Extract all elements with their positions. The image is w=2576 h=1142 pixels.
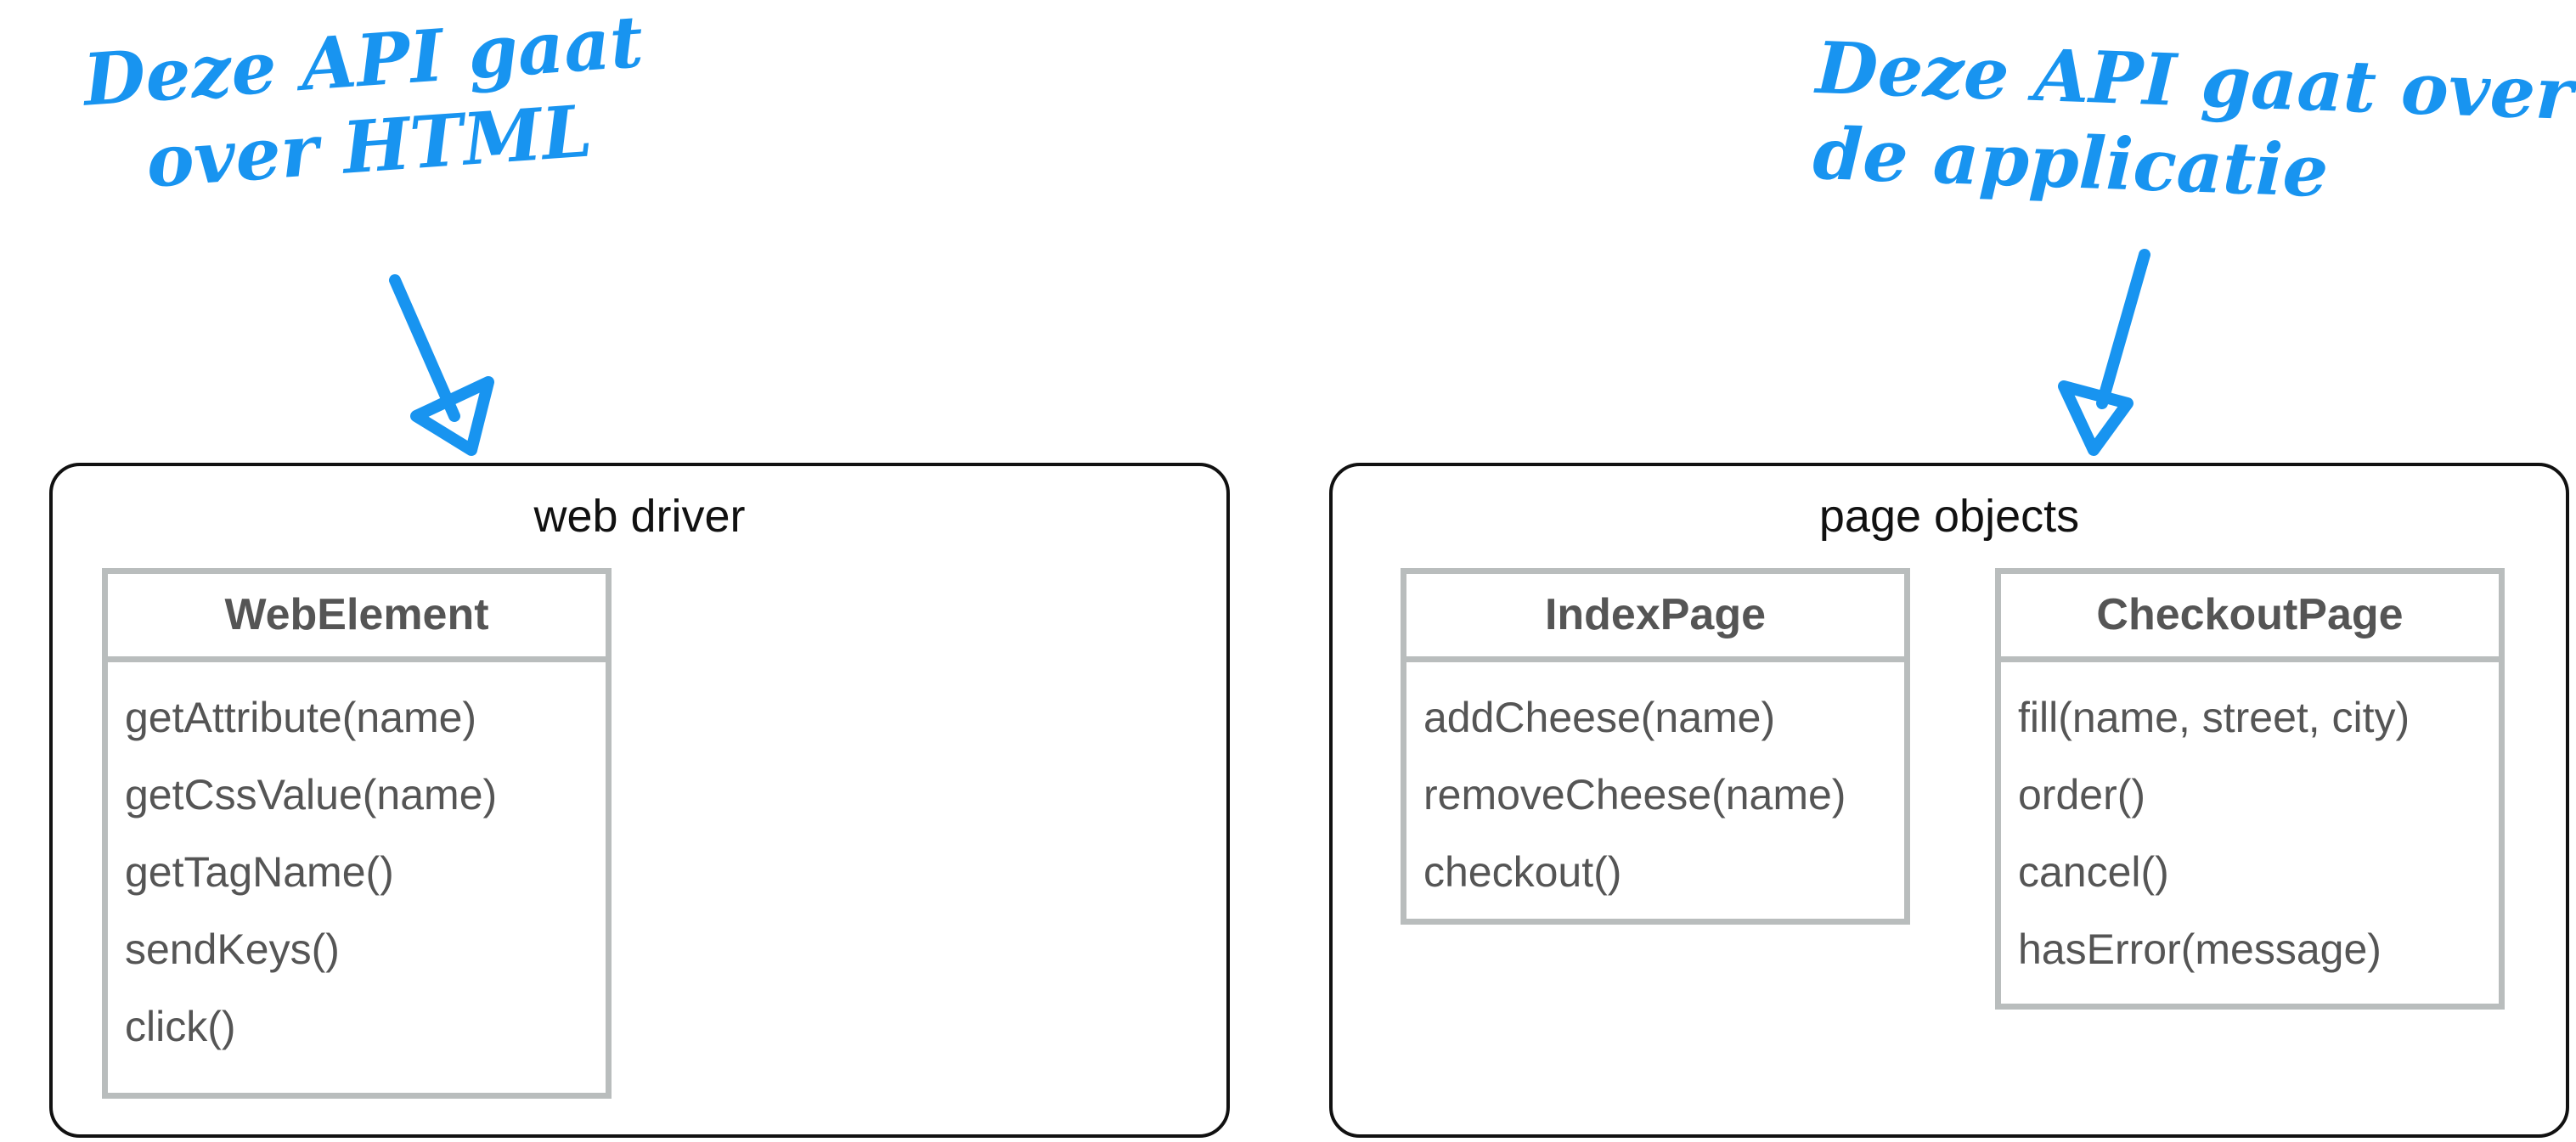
- method: removeCheese(name): [1423, 771, 1846, 819]
- method: getAttribute(name): [125, 694, 477, 741]
- method: order(): [2018, 771, 2146, 819]
- package-web-driver: web driver WebElement getAttribute(name)…: [49, 463, 1230, 1138]
- method: hasError(message): [2018, 925, 2382, 973]
- class-name: WebElement: [108, 574, 606, 662]
- class-webelement: WebElement getAttribute(name) getCssValu…: [102, 568, 612, 1099]
- method: fill(name, street, city): [2018, 694, 2410, 741]
- method-list: addCheese(name) removeCheese(name) check…: [1406, 662, 1904, 911]
- method: click(): [125, 1003, 236, 1050]
- class-name: IndexPage: [1406, 574, 1904, 662]
- class-indexpage: IndexPage addCheese(name) removeCheese(n…: [1401, 568, 1910, 925]
- method: cancel(): [2018, 848, 2169, 896]
- arrow-right: [2058, 249, 2150, 456]
- class-name: CheckoutPage: [2001, 574, 2499, 662]
- method: checkout(): [1423, 848, 1622, 896]
- method-list: fill(name, street, city) order() cancel(…: [2001, 662, 2499, 988]
- method-list: getAttribute(name) getCssValue(name) get…: [108, 662, 606, 1066]
- method: getTagName(): [125, 848, 394, 896]
- arrow-left: [389, 274, 494, 456]
- method: getCssValue(name): [125, 771, 498, 819]
- method: addCheese(name): [1423, 694, 1776, 741]
- package-title: page objects: [1818, 491, 2080, 542]
- package-title: web driver: [533, 491, 746, 542]
- method: sendKeys(): [125, 925, 340, 973]
- package-page-objects: page objects IndexPage addCheese(name) r…: [1329, 463, 2569, 1138]
- class-checkoutpage: CheckoutPage fill(name, street, city) or…: [1995, 568, 2505, 1010]
